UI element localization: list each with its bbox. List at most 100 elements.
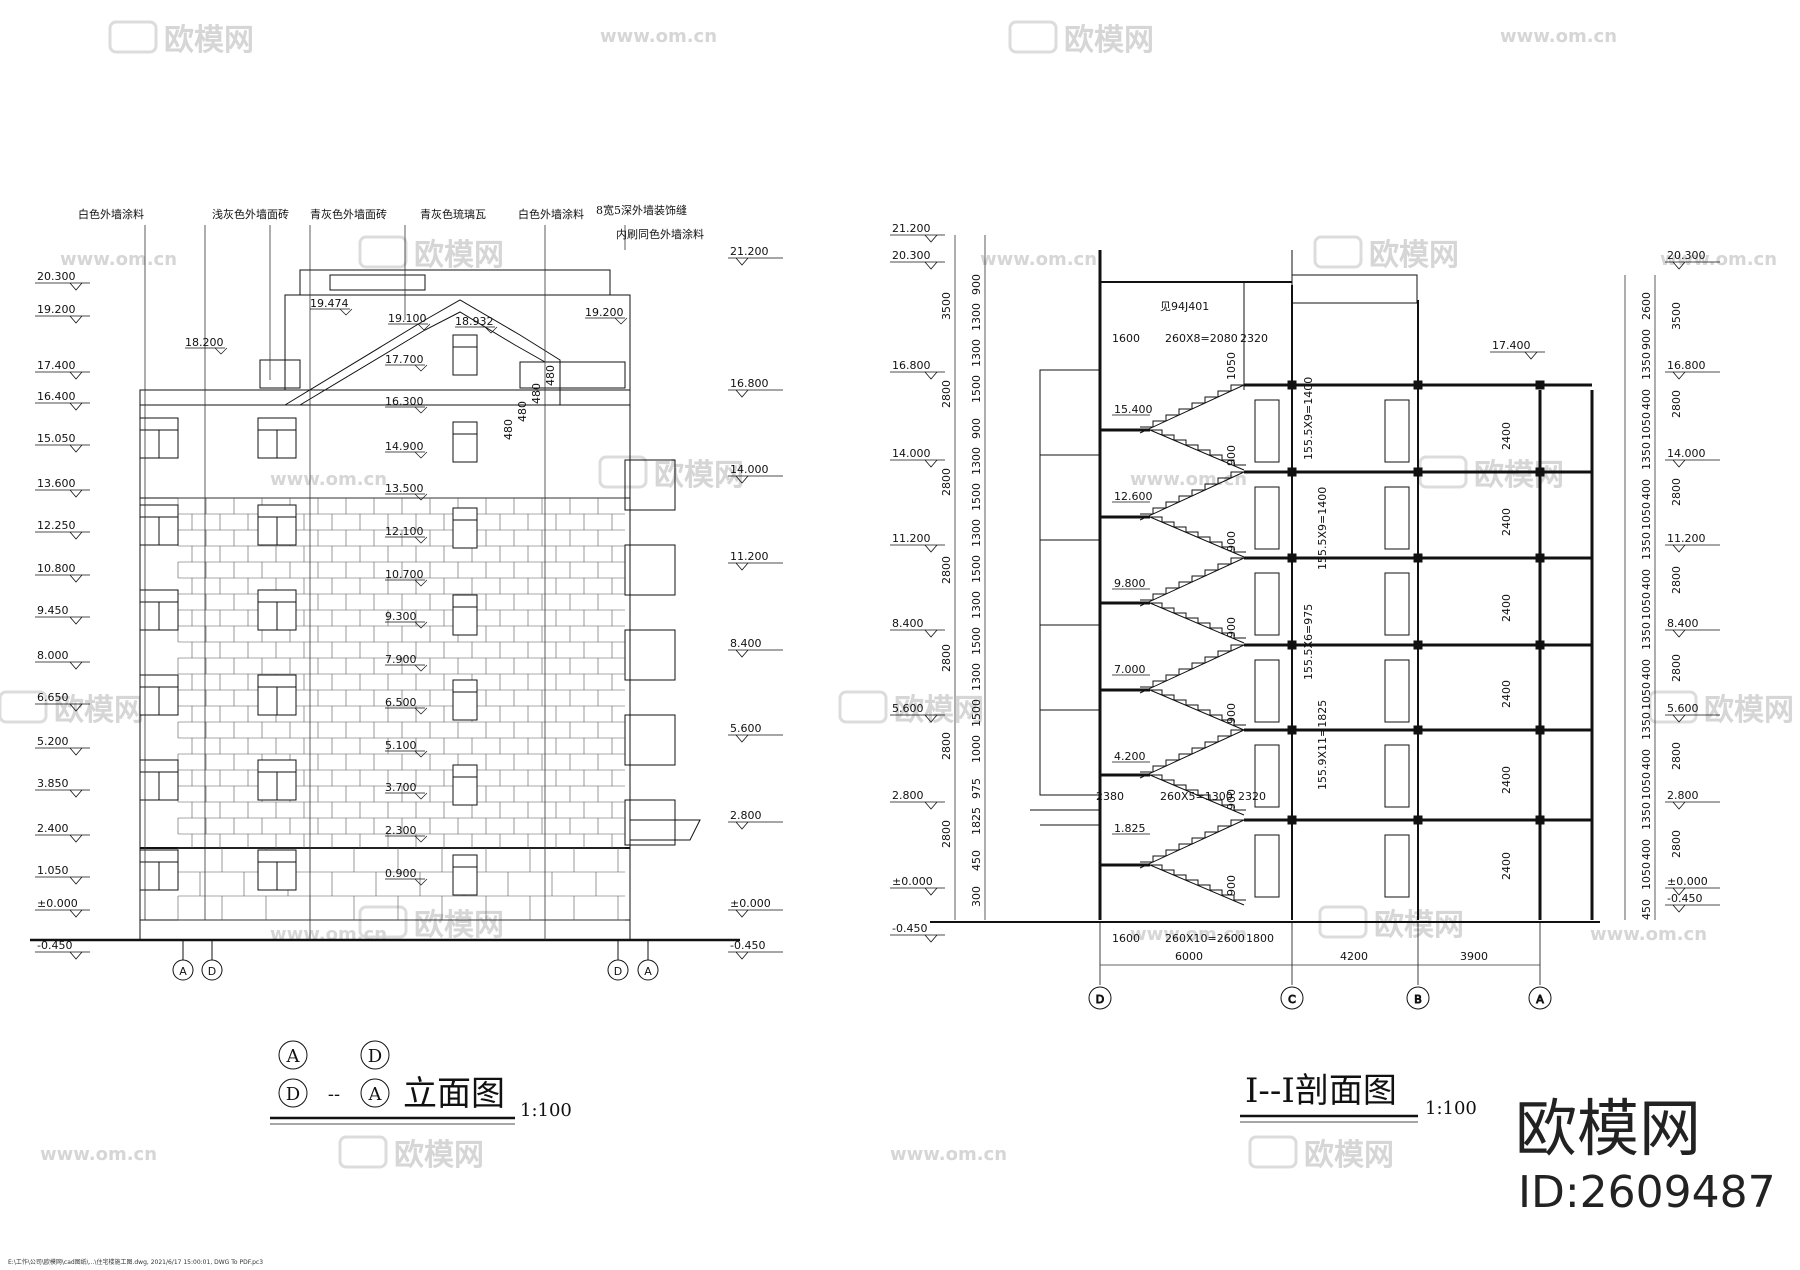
elev-inner-level: 14.900 [385,440,428,459]
elev-axis-label: A [179,965,187,978]
section-door [1384,659,1410,723]
gable-dim: 480 [544,365,557,386]
brand-name: 欧模网 [1515,1092,1701,1165]
section-level-left: -0.450 [890,922,945,943]
elev-inner-level-text: 17.700 [385,353,424,366]
section-level-left-text: 5.600 [892,702,924,715]
elev-level-right-text: 11.200 [730,550,769,563]
elev-inner-level: 2.300 [385,824,428,843]
section-dim-right-total: 3500 [1670,302,1683,330]
section-level-right: 20.300 [1665,249,1720,270]
elev-level-left-text: 13.600 [37,477,76,490]
elev-inner-level: 18.200 [185,336,228,355]
watermark-logo: 欧模网 [1248,1135,1394,1173]
elev-level-right: -0.450 [728,939,783,960]
elevation-window [452,854,478,896]
elev-level-right: 21.200 [728,245,783,266]
elev-level-left: 13.600 [35,477,90,498]
room-height: 2400 [1500,508,1513,536]
elev-level-left: 15.050 [35,432,90,453]
section-labels: 21.20020.30016.80014.00011.2008.4005.600… [890,222,1720,963]
watermark-layer: 欧模网欧模网欧模网欧模网欧模网欧模网欧模网欧模网欧模网欧模网欧模网欧模网欧模网w… [0,20,1794,1173]
section-level-right-text: 8.400 [1667,617,1699,630]
section-level-left-text: 14.000 [892,447,931,460]
watermark-url: www.om.cn [1130,469,1247,490]
landing-level: 1.825 [1112,822,1150,835]
section-dim-right: 1050 [1640,772,1653,800]
elev-inner-level-text: 0.900 [385,867,417,880]
section-dim-right: 1350 [1640,622,1653,650]
section-level-left-text: 8.400 [892,617,924,630]
section-door [1384,486,1410,550]
landing-level: 4.200 [1112,750,1150,763]
watermark-url: www.om.cn [270,469,387,490]
stair-dim-mid: 260X5=1300 [1160,790,1233,803]
section-door [1384,399,1410,463]
elev-inner-level-text: 7.900 [385,653,417,666]
section-level-right: 2.800 [1665,789,1720,810]
section-axis-label: D [1096,993,1104,1006]
riser-label: 155.9X11=1825 [1316,700,1329,790]
watermark-url: www.om.cn [890,1144,1007,1165]
section-dim-right: 400 [1640,569,1653,590]
landing-level-text: 12.600 [1114,490,1153,503]
section-level-right-text: -0.450 [1667,892,1702,905]
section-level-right-text: ±0.000 [1667,875,1708,888]
elev-level-right: 8.400 [728,637,783,658]
watermark-logo: 欧模网 [338,1135,484,1173]
section-level-left: 11.200 [890,532,945,553]
section-dim-right: 400 [1640,389,1653,410]
gable-dim: 480 [516,401,529,422]
section-level-right: 5.600 [1665,702,1720,723]
elev-level-left-text: 20.300 [37,270,76,283]
elevation-window [452,334,478,376]
watermark-text: 欧模网 [414,238,504,273]
landing-level: 7.000 [1112,663,1150,676]
elev-level-right-text: ±0.000 [730,897,771,910]
elev-level-right-text: 16.800 [730,377,769,390]
elev-inner-level: 19.200 [585,306,628,325]
section-level-left: 8.400 [890,617,945,638]
elevation-scale: 1:100 [520,1100,572,1121]
section-level-right-text: 17.400 [1492,339,1531,352]
elevation-windows [139,334,478,896]
section-level-right-text: 16.800 [1667,359,1706,372]
watermark-text: 欧模网 [894,693,984,728]
section-level-left-text: 16.800 [892,359,931,372]
landing-level: 15.400 [1112,403,1153,416]
elev-inner-level: 19.474 [310,297,353,316]
section-level-left: 2.800 [890,789,945,810]
section-dim-left-total: 2800 [940,556,953,584]
material-note: 浅灰色外墙面砖 [212,207,289,221]
section-level-left: 16.800 [890,359,945,380]
stair-dim-bottom: 1600 [1112,932,1140,945]
elev-level-right: 16.800 [728,377,783,398]
elev-level-left-text: ±0.000 [37,897,78,910]
elev-level-right: 14.000 [728,463,783,484]
elev-level-left: 8.000 [35,649,90,670]
section-dim-right-total: 2800 [1670,742,1683,770]
elev-level-left-text: 6.650 [37,691,69,704]
room-height: 2400 [1500,680,1513,708]
elev-level-left: 5.200 [35,735,90,756]
riser-label: 155.5X9=1400 [1316,487,1329,570]
watermark-logo: 欧模网 [1648,690,1794,728]
elev-level-left: 2.400 [35,822,90,843]
section-dim-left: 1000 [970,735,983,763]
section-dim-right: 1350 [1640,442,1653,470]
elev-level-right-text: 21.200 [730,245,769,258]
stair-dim-bottom: 260X10=2600 [1165,932,1245,945]
elev-level-left: 1.050 [35,864,90,885]
section-dim-right: 450 [1640,899,1653,920]
elev-inner-level: 3.700 [385,781,428,800]
room-height: 2400 [1500,852,1513,880]
room-height: 2400 [1500,422,1513,450]
elev-inner-level-text: 18.200 [185,336,224,349]
riser-label: 155.5X9=1400 [1302,377,1315,460]
watermark-logo: 欧模网 [108,20,254,58]
elev-inner-level: 16.300 [385,395,428,414]
section-door [1384,744,1410,808]
section-dim-right: 400 [1640,749,1653,770]
section-level-right-text: 2.800 [1667,789,1699,802]
stair-small-dim: 900 [1225,789,1238,810]
